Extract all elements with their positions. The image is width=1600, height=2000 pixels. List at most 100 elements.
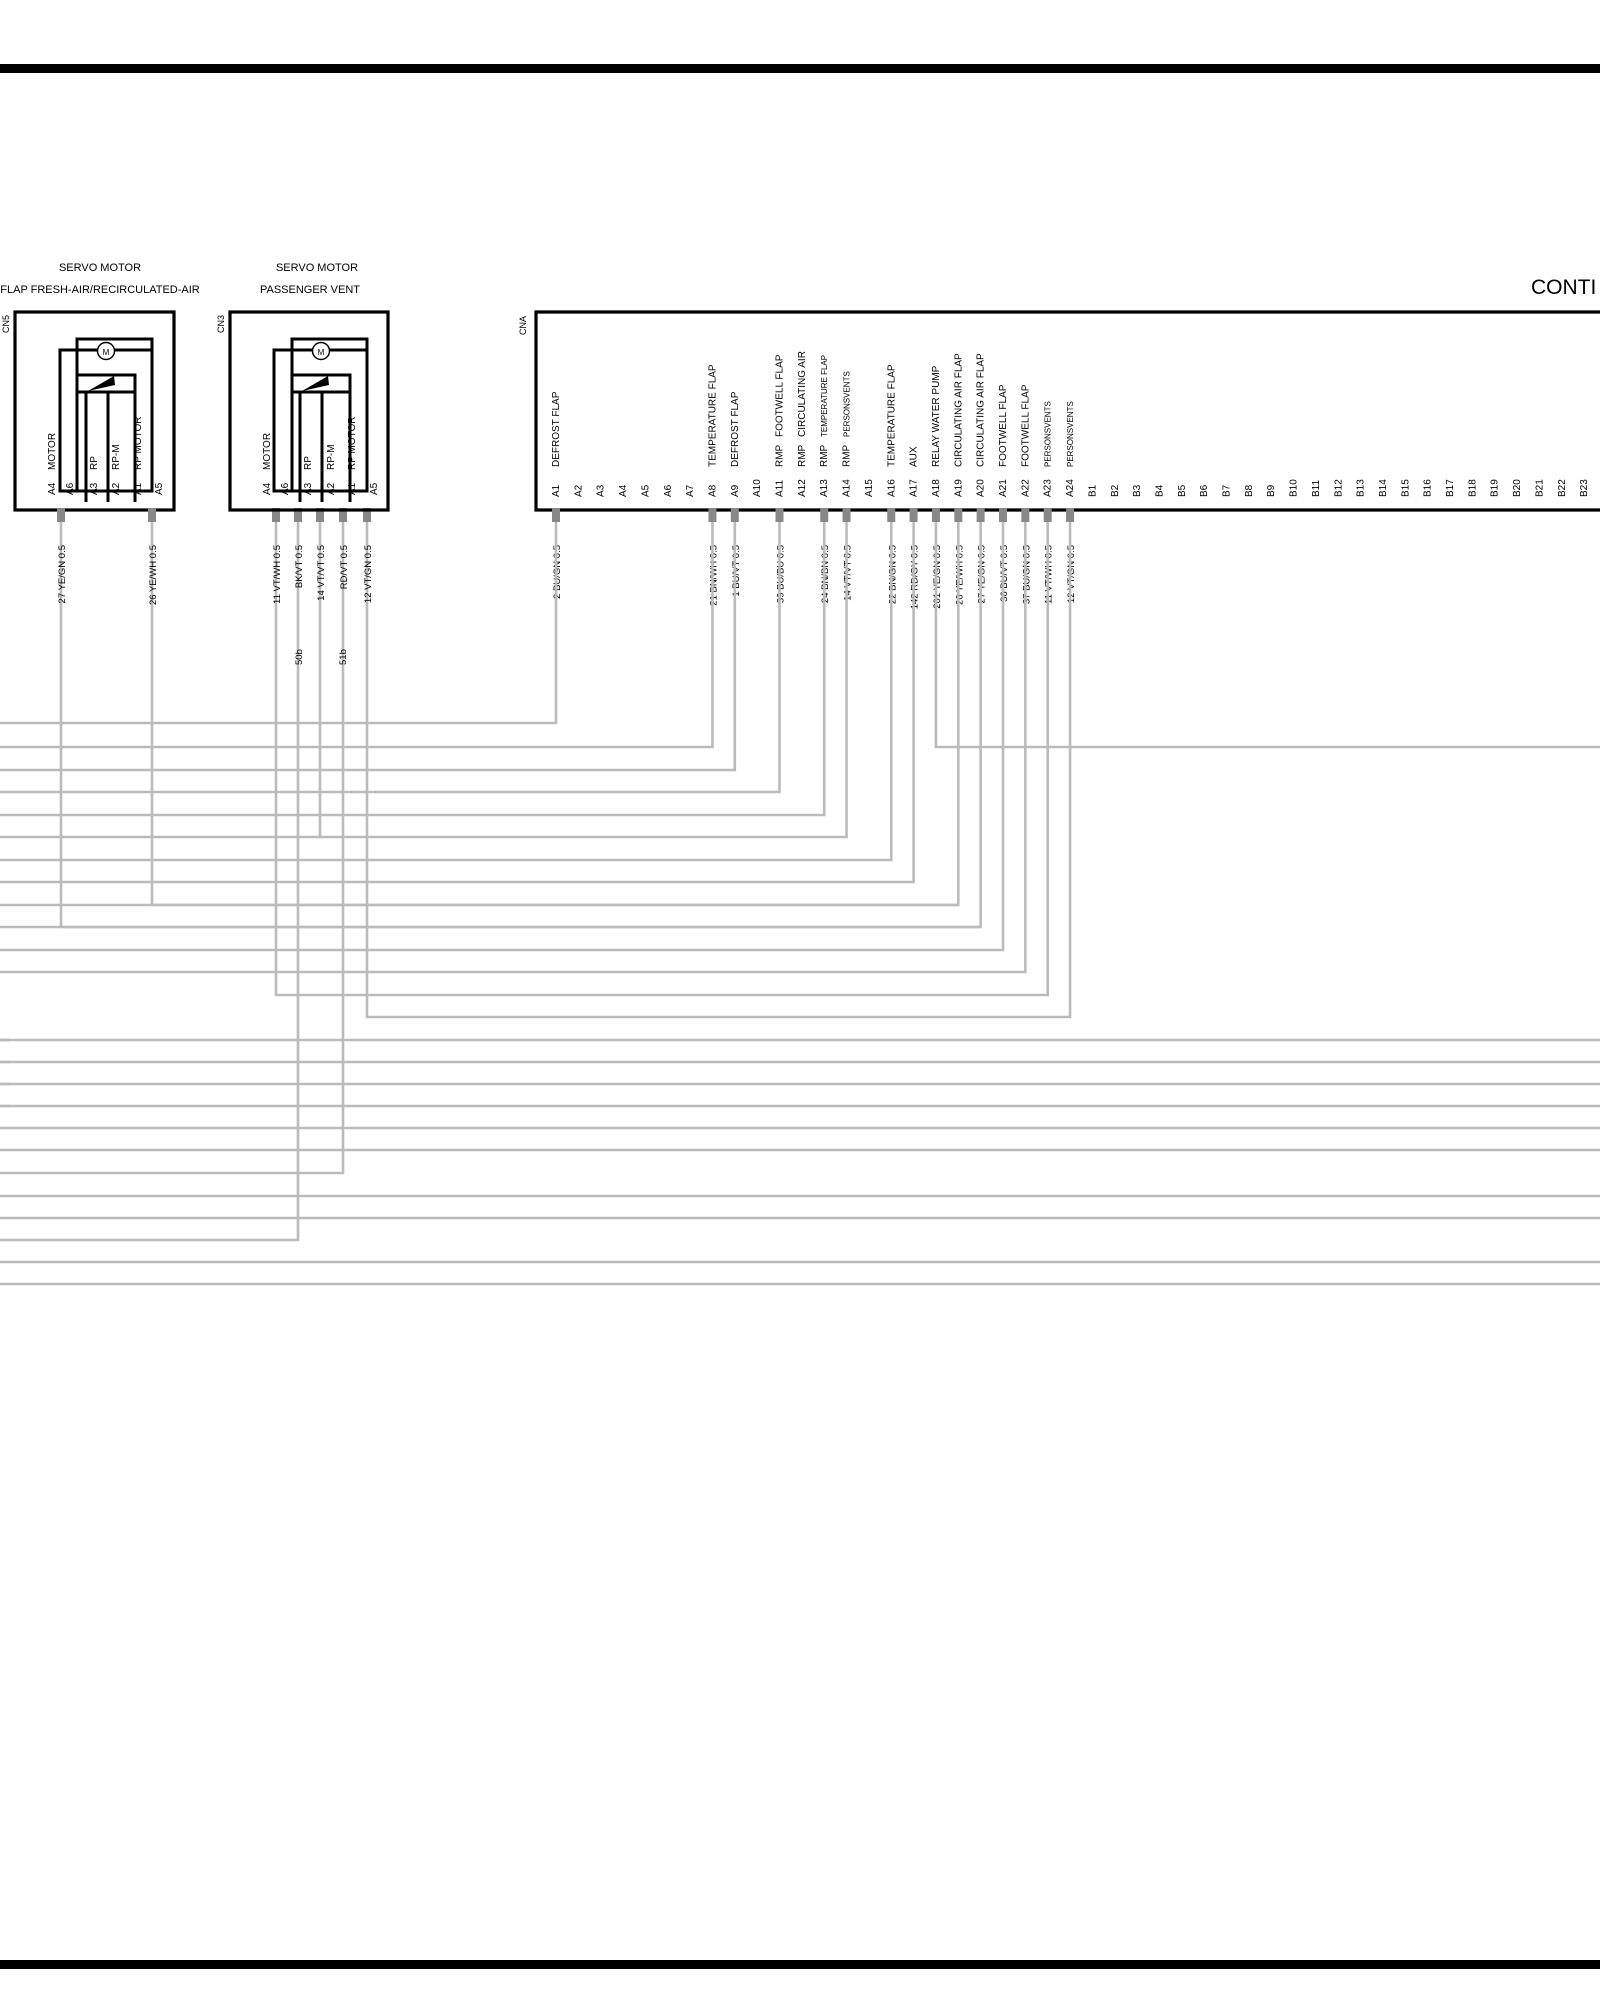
pin-label-footwell-flap: FOOTWELL FLAP <box>1020 384 1031 467</box>
pin-label-temperature-flap: TEMPERATURE FLAP <box>886 364 897 467</box>
wire-label-142-rd-gy-0-5: 142 RD/GY 0.5 <box>910 545 921 609</box>
pin-label-temperature-flap: TEMPERATURE FLAP <box>707 364 718 467</box>
pin-label-personsvents: PERSONSVENTS <box>1044 401 1053 467</box>
pin-label-circulating-air-flap: CIRCULATING AIR FLAP <box>976 353 987 467</box>
pin-a11: A11 <box>775 480 786 497</box>
pin-a23: A23 <box>1043 479 1054 497</box>
pin-b11: B11 <box>1311 480 1322 497</box>
control-unit-title: CONTI <box>1531 276 1596 299</box>
pin-a5: A5 <box>640 484 651 497</box>
servo-motor-passenger-vent: SERVO MOTOR PASSENGER VENT CN3 M A4MOTOR… <box>216 262 390 665</box>
pin-b17: B17 <box>1445 479 1456 497</box>
pin-label-defrost-flap: DEFROST FLAP <box>730 391 741 467</box>
pin-b3: B3 <box>1132 484 1143 497</box>
pin-stub <box>909 508 918 522</box>
pin-stub <box>954 508 963 522</box>
pin-label-aux: AUX <box>909 446 920 467</box>
wire-label-27-ye-gn-0-5: 27 YE/GN 0.5 <box>977 545 988 603</box>
servo-passenger-vent-box <box>228 310 390 512</box>
pin-a2: A2 <box>573 484 584 497</box>
servo-fresh-air-title: SERVO MOTOR <box>59 262 141 274</box>
wire-label-11-vt-wh-0-5: 11 VT/WH 0.5 <box>1044 545 1055 604</box>
wire-a8 <box>0 520 714 749</box>
pin-a3: A3 <box>596 484 607 497</box>
cn5-pin-a5-stub <box>148 508 156 522</box>
pin-label-personsvents: PERSONSVENTS <box>1066 401 1075 467</box>
pin-b6: B6 <box>1199 484 1210 497</box>
wire-cn3-a4-to-a23 <box>274 520 1049 997</box>
pin-stub <box>999 508 1007 522</box>
pin-b1: B1 <box>1087 484 1098 497</box>
pin-a3: A3 <box>303 482 314 495</box>
pin-label-relay-water-pump: RELAY WATER PUMP <box>931 365 942 467</box>
pin-a4: A4 <box>618 484 629 497</box>
pin-label-rmp: RMP <box>819 444 830 467</box>
pin-label-motor: MOTOR <box>47 433 58 470</box>
servo-passenger-vent-symbol: M <box>272 337 369 502</box>
servo-fresh-air-box <box>13 310 176 512</box>
pin-a4: A4 <box>262 482 273 495</box>
pin-label-footwell-flap: FOOTWELL FLAP <box>775 354 786 437</box>
wire-cn3-a2-to-a14 <box>318 520 848 839</box>
pin-a13: A13 <box>819 479 830 497</box>
wire-label-21-bn-wh-0-5: 21 BN/WH 0.5 <box>708 545 719 606</box>
wire-label-39-bu-bu-0-5: 39 BU/BU 0.5 <box>776 545 787 603</box>
pin-a3: A3 <box>89 482 100 495</box>
pin-b8: B8 <box>1244 484 1255 497</box>
pin-stub <box>1066 508 1075 522</box>
servo-fresh-air-symbol: M <box>58 337 154 502</box>
wire-label-12-vt-gn-0-5: 12 VT/GN 0.5 <box>1066 545 1077 603</box>
pin-label-rmp: RMP <box>775 444 786 467</box>
pin-a10: A10 <box>752 479 763 497</box>
motor-symbol-icon <box>96 341 116 361</box>
pin-a4: A4 <box>47 482 58 495</box>
pin-label-defrost-flap: DEFROST FLAP <box>551 391 562 467</box>
pin-b5: B5 <box>1177 484 1188 497</box>
pin-b22: B22 <box>1557 479 1568 497</box>
pin-a12: A12 <box>797 479 808 497</box>
pin-b23: B23 <box>1579 479 1590 497</box>
pin-stub <box>1043 508 1052 522</box>
pin-stub <box>708 508 717 522</box>
pin-stub <box>730 508 739 522</box>
pin-label-rp-m: RP-M <box>111 444 122 470</box>
pin-stub <box>931 508 940 522</box>
pin-b7: B7 <box>1222 484 1233 497</box>
wire-label-2-bu-gn-0-5: 2 BU/GN 0.5 <box>552 545 563 599</box>
pin-label-circulating-air: CIRCULATING AIR <box>797 351 808 437</box>
wire-label-rd-vt-0-5: RD/VT 0.5 <box>339 545 350 589</box>
pin-b14: B14 <box>1378 479 1389 497</box>
wire-label-14-vt-vt-0-5: 14 VT/VT 0.5 <box>843 545 854 601</box>
pin-a1: A1 <box>133 482 144 495</box>
servo-passenger-vent-subtitle: PASSENGER VENT <box>260 284 360 296</box>
servo-motor-fresh-air: SERVO MOTOR FLAP FRESH-AIR/RECIRCULATED-… <box>0 262 200 522</box>
motor-symbol-icon <box>311 341 331 361</box>
wire-label-36-bu-vt-0-5: 36 BU/VT 0.5 <box>999 545 1010 602</box>
pin-label-personsvents: PERSONSVENTS <box>843 371 852 437</box>
pin-label-rmp: RMP <box>797 444 808 467</box>
motor-symbol-label: M <box>103 348 110 357</box>
wire-a19 <box>0 520 960 907</box>
pin-stub <box>1021 508 1030 522</box>
wire-label-12-vt-gn-0-5: 12 VT/GN 0.5 <box>363 545 374 603</box>
servo-fresh-air-subtitle: FLAP FRESH-AIR/RECIRCULATED-AIR <box>0 284 200 296</box>
wire-a17 <box>0 520 915 884</box>
pin-b16: B16 <box>1423 479 1434 497</box>
pin-stub <box>820 508 829 522</box>
pin-a14: A14 <box>842 479 853 497</box>
pin-a20: A20 <box>976 479 987 497</box>
pin-b20: B20 <box>1512 479 1523 497</box>
pin-stub <box>552 508 560 522</box>
wire-label-27-ye-gn-0-5: 27 YE/GN 0.5 <box>57 545 68 603</box>
pin-b15: B15 <box>1400 479 1411 497</box>
pin-a16: A16 <box>886 479 897 497</box>
top-border <box>0 64 1600 73</box>
pin-a21: A21 <box>998 479 1009 497</box>
wire-a11 <box>0 520 781 794</box>
wire-cn3-a1 <box>0 520 345 1175</box>
pin-a22: A22 <box>1020 479 1031 497</box>
pin-stub <box>887 508 896 522</box>
